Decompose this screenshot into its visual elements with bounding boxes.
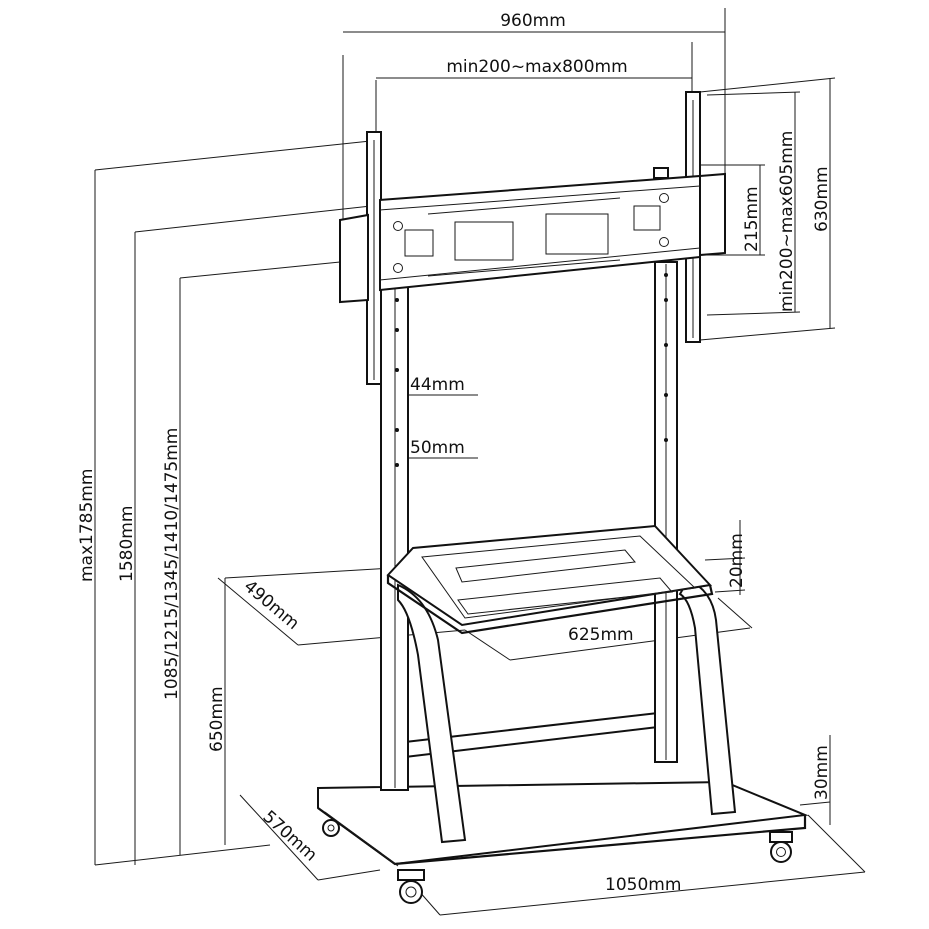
label-base-width: 1050mm (605, 875, 681, 895)
right-column (654, 261, 678, 763)
wheel-back-left (322, 819, 340, 837)
label-shelf-depth: 490mm (240, 577, 303, 634)
dimension-lines (94, 8, 866, 916)
label-base-depth: 570mm (259, 807, 321, 866)
label-height-options: 1085/1215/1345/1410/1475mm (162, 428, 182, 700)
vesa-bracket (339, 91, 726, 385)
label-vesa-horizontal: min200~max800mm (446, 57, 627, 77)
label-column-44: 44mm (410, 375, 465, 395)
label-bracket-height: 215mm (742, 186, 762, 252)
left-column (380, 279, 409, 791)
label-vesa-vertical: min200~max605mm (777, 131, 797, 312)
wheel-front-left (397, 869, 425, 904)
label-height-1580: 1580mm (117, 506, 137, 582)
label-max-height: max1785mm (77, 469, 97, 582)
label-shelf-thickness: 20mm (727, 533, 747, 588)
label-shelf-height: 650mm (207, 686, 227, 752)
caster-wheels (322, 819, 793, 904)
label-shelf-width: 625mm (568, 625, 634, 645)
label-bracket-total-height: 630mm (812, 166, 832, 232)
shelf (386, 524, 737, 844)
label-column-50: 50mm (410, 438, 465, 458)
label-overall-width: 960mm (500, 11, 566, 31)
wheel-front-right (769, 831, 793, 863)
label-base-thickness: 30mm (812, 745, 832, 800)
